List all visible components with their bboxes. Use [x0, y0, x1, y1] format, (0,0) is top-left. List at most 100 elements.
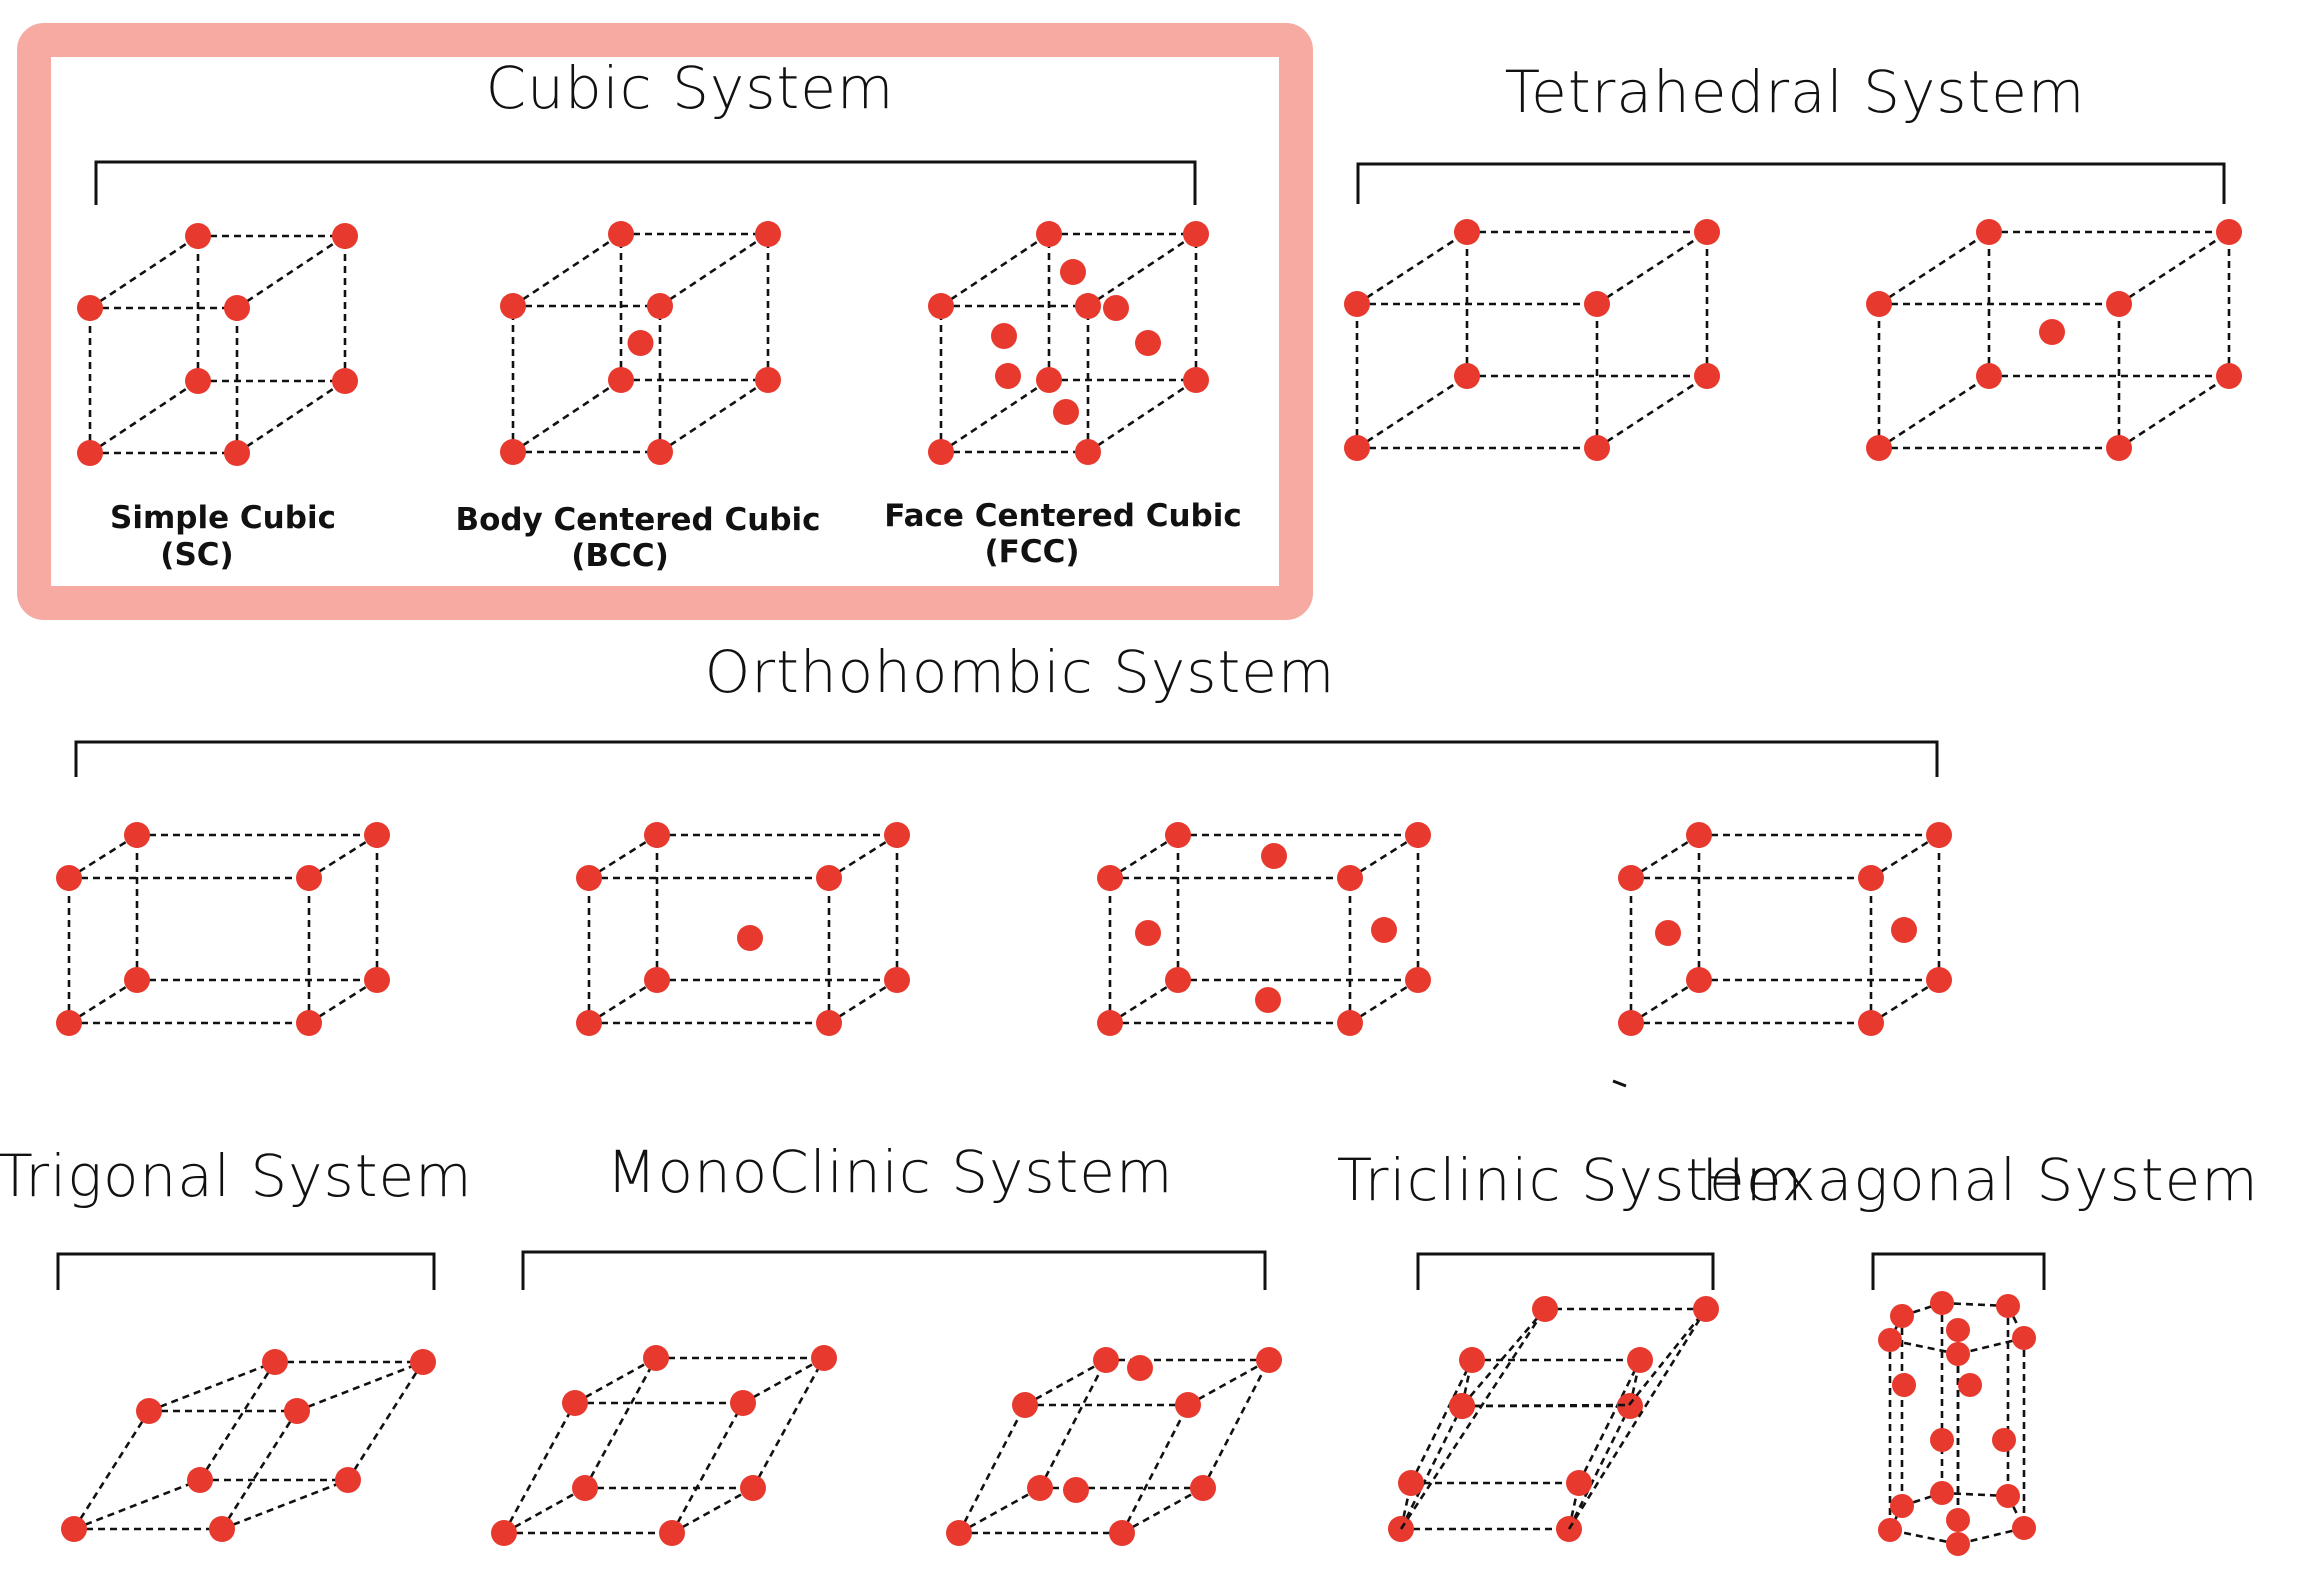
trigonal-lattice — [61, 1349, 436, 1542]
lattice-edge — [296, 1360, 424, 1413]
lattice-edge — [1399, 1405, 1464, 1530]
lattice-edge — [89, 234, 199, 310]
lattice-atom — [1344, 435, 1370, 461]
lattice-atom — [1878, 1518, 1902, 1542]
trigonal-bracket — [56, 1252, 436, 1290]
lattice-edge — [940, 378, 1050, 454]
lattice-edge — [1878, 374, 1990, 450]
cubic-bracket — [94, 160, 1197, 205]
lattice-atom — [124, 967, 150, 993]
lattice-atom — [1996, 1294, 2020, 1318]
lattice-atom — [1532, 1296, 1558, 1322]
lattice-atom — [1135, 920, 1161, 946]
lattice-atom — [1946, 1342, 1970, 1366]
lattice-atom — [884, 967, 910, 993]
lattice-edge — [659, 378, 769, 454]
tetrahedral-system-title: Tetrahedral System — [1505, 58, 2086, 126]
lattice-atom — [1694, 363, 1720, 389]
lattice-atom — [1449, 1393, 1475, 1419]
lattice-atom — [1686, 822, 1712, 848]
lattice-diagrams — [56, 219, 2242, 1556]
lattice-atom — [1344, 291, 1370, 317]
lattice-atom — [1693, 1296, 1719, 1322]
lattice-atom — [56, 1010, 82, 1036]
lattice-edge — [1024, 1358, 1107, 1407]
orthorhombic-bracket — [74, 740, 1939, 777]
lattice-atom — [1866, 291, 1892, 317]
lattice-atom — [284, 1398, 310, 1424]
lattice-edge — [1461, 1308, 1546, 1407]
face-centered-cubic-label: Face Centered Cubic — [884, 498, 1241, 534]
lattice-edge — [588, 978, 658, 1025]
lattice-atom — [644, 967, 670, 993]
lattice-atom — [991, 323, 1017, 349]
lattice-atom — [608, 367, 634, 393]
monoclinic-system-title: MonoClinic System — [607, 1138, 1174, 1206]
lattice-atom — [1053, 399, 1079, 425]
lattice-edge — [503, 1486, 586, 1535]
lattice-edge — [1187, 1358, 1270, 1407]
lattice-edge — [236, 234, 346, 310]
lattice-atom — [1584, 291, 1610, 317]
lattice-atom — [1866, 435, 1892, 461]
lattice-edge — [1878, 230, 1990, 306]
lattice-atom — [209, 1516, 235, 1542]
lattice-atom — [1175, 1392, 1201, 1418]
triclinic-lattice — [1388, 1347, 1653, 1542]
tetrahedral-body-centered-lattice — [1866, 219, 2242, 461]
lattice-atom — [224, 295, 250, 321]
lattice-atom — [2012, 1326, 2036, 1350]
lattice-atom — [500, 439, 526, 465]
lattice-edge — [346, 1361, 425, 1481]
lattice-edge — [1409, 1359, 1474, 1484]
lattice-atom — [332, 223, 358, 249]
lattice-atom — [364, 967, 390, 993]
lattice-atom — [884, 822, 910, 848]
lattice-atom — [644, 822, 670, 848]
lattice-atom — [1255, 987, 1281, 1013]
lattice-edge — [1870, 978, 1940, 1025]
stray-pen-mark — [1612, 1079, 1627, 1088]
lattice-edge — [502, 1402, 577, 1534]
lattice-atom — [1946, 1532, 1970, 1556]
lattice-atom — [1459, 1347, 1485, 1373]
lattice-atom — [1097, 865, 1123, 891]
lattice-atom — [1655, 920, 1681, 946]
lattice-atom — [995, 363, 1021, 389]
simple-cubic-label: Simple Cubic — [110, 500, 336, 536]
lattice-atom — [1891, 917, 1917, 943]
body-centered-cubic-label: Body Centered Cubic — [455, 502, 820, 538]
lattice-atom — [136, 1398, 162, 1424]
triclinic-system-title: Triclinic System — [1337, 1146, 1803, 1214]
lattice-atom — [1958, 1373, 1982, 1397]
lattice-atom — [1454, 363, 1480, 389]
lattice-atom — [364, 822, 390, 848]
lattice-edge — [1630, 833, 1700, 880]
simple-cubic-abbr: (SC) — [160, 537, 233, 573]
lattice-atom — [1405, 967, 1431, 993]
lattice-edge — [1121, 1486, 1204, 1535]
lattice-atom — [1183, 367, 1209, 393]
lattice-atom — [1135, 330, 1161, 356]
lattice-atom — [2106, 291, 2132, 317]
lattice-edge — [1038, 1359, 1108, 1489]
lattice-atom — [1036, 367, 1062, 393]
lattice-atom — [1566, 1470, 1592, 1496]
lattice-atom — [56, 865, 82, 891]
lattice-atom — [77, 295, 103, 321]
lattice-edge — [1870, 833, 1940, 880]
lattice-atom — [1405, 822, 1431, 848]
lattice-edge — [308, 833, 378, 880]
lattice-atom — [332, 368, 358, 394]
hexagonal-bracket — [1871, 1252, 2046, 1290]
lattice-edge — [89, 379, 199, 455]
group-brackets — [56, 160, 2226, 1290]
lattice-atom — [2106, 435, 2132, 461]
lattice-atom — [1109, 1520, 1135, 1546]
lattice-atom — [2216, 363, 2242, 389]
lattice-edge — [957, 1404, 1027, 1534]
lattice-atom — [61, 1516, 87, 1542]
lattice-atom — [1063, 1477, 1089, 1503]
body-centered-cubic-lattice — [500, 221, 781, 465]
lattice-atom — [576, 865, 602, 891]
